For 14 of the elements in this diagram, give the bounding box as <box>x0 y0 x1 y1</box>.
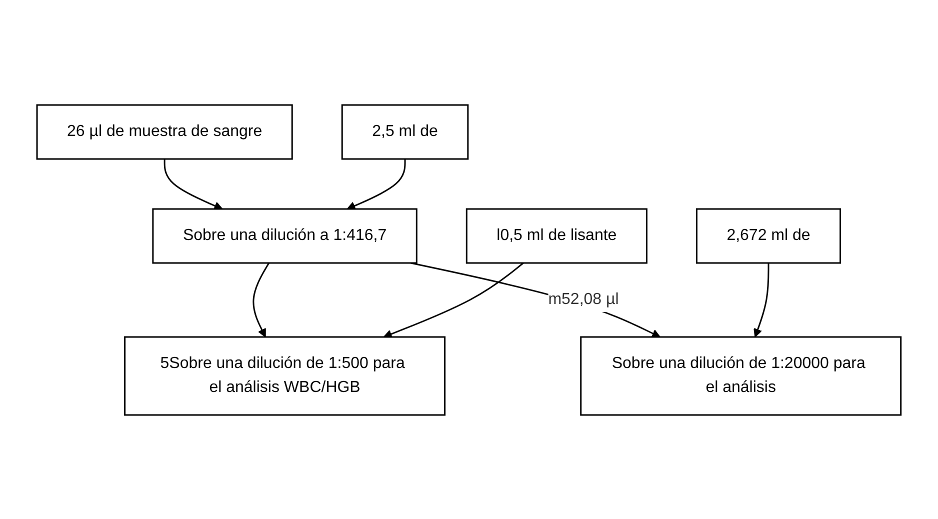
node-box: Sobre una dilución a 1:416,7 <box>152 208 418 264</box>
node-box: l0,5 ml de lisante <box>466 208 648 264</box>
arrow <box>410 262 661 337</box>
arrow <box>754 262 770 337</box>
arrow <box>383 262 524 338</box>
arrow <box>164 158 223 210</box>
node-box: 5Sobre una dilución de 1:500 para el análisis WBC/HGB <box>124 336 446 416</box>
node-box: 2,5 ml de <box>341 104 469 160</box>
arrow <box>252 262 270 337</box>
node-box: 2,672 ml de <box>696 208 842 264</box>
edge-label: m52,08 µl <box>548 290 619 308</box>
node-box: Sobre una dilución de 1:20000 para el análisis <box>580 336 902 416</box>
arrow <box>346 158 406 210</box>
node-box: 26 µl de muestra de sangre <box>36 104 293 160</box>
